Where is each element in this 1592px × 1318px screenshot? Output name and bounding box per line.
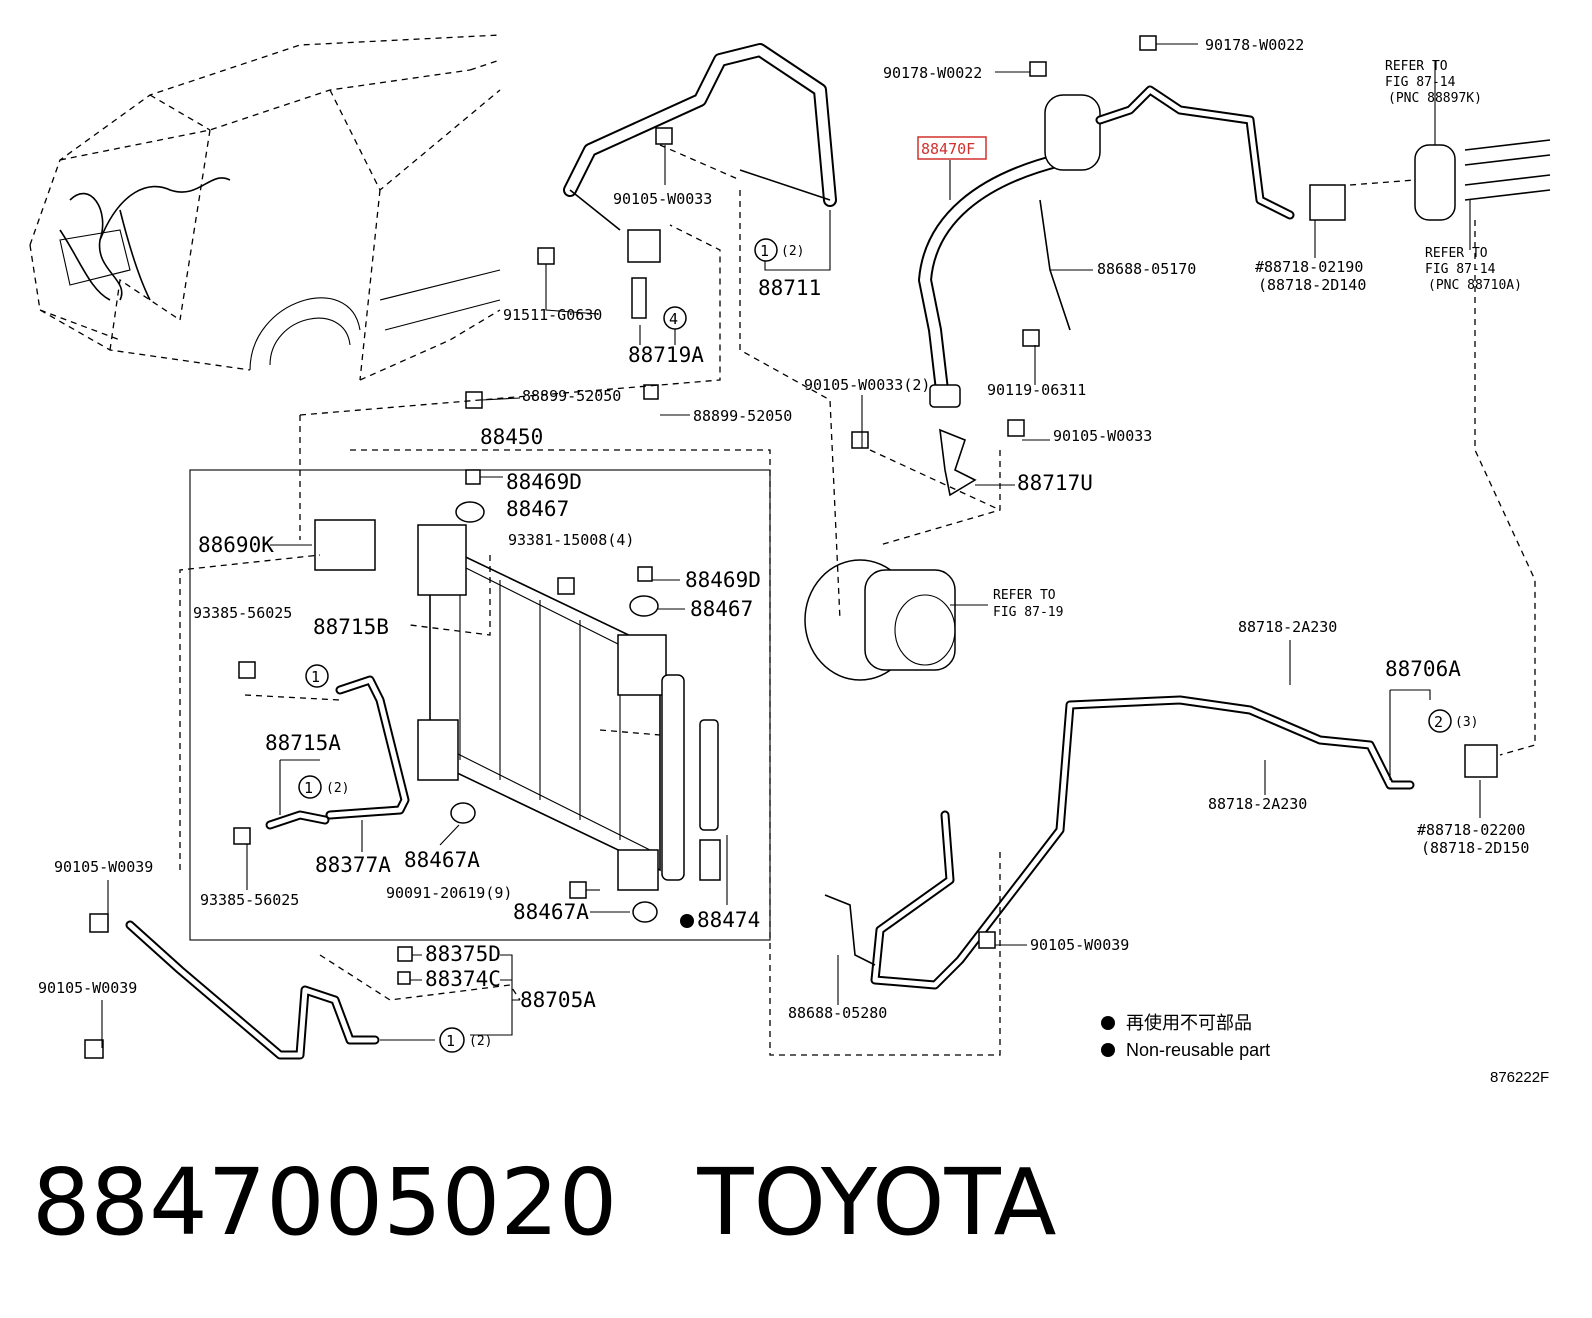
part-label: 88715A [265,731,341,755]
part-label: 88474 [697,908,760,932]
refer-note: REFER TO [1425,246,1488,261]
part-label: (88718-2D140 [1258,276,1366,294]
qty-callout: 1 [305,664,329,688]
legend-chinese: 再使用不可部品 [1126,1013,1252,1033]
ac-system-exploded-diagram: .ln { stroke:#000; stroke-width:1.6; fil… [29,34,1551,1086]
qty-count: (2) [326,781,349,796]
part-label: 88688-05280 [788,1004,887,1022]
qty-callout: 1 (2) [439,1027,492,1053]
qty-number: 2 [1434,713,1443,731]
refer-note: FIG 87-19 [993,605,1063,620]
qty-count: (2) [781,244,804,259]
qty-number: 4 [669,310,678,328]
part-label: 88717U [1017,471,1093,495]
part-label: 88718-2A230 [1238,618,1337,636]
qty-callout: 1 (2) [298,775,349,799]
part-label: #88718-02190 [1255,258,1363,276]
part-label: 91511-G0630 [503,306,602,324]
refer-note: REFER TO [993,588,1056,603]
part-label: 88467 [690,597,753,621]
refer-notes: REFER TO FIG 87-14 (PNC 88897K) REFER TO… [993,59,1522,620]
part-label: 88374C [425,967,501,991]
condenser-assembly [417,524,721,891]
legend: 再使用不可部品 Non-reusable part [1101,1013,1270,1060]
part-label: 88450 [480,425,543,449]
part-label: 88469D [506,470,582,494]
dashed-guides [179,144,1536,1056]
part-label: 90105-W0033(2) [804,376,930,394]
qty-callout: 1 (2) [754,238,804,262]
part-label: 88467A [513,900,589,924]
part-label: 90105-W0039 [54,858,153,876]
part-number: 8847005020 [32,1149,618,1256]
highlighted-part-label: 88470F [921,140,975,158]
part-caption: 8847005020 TOYOTA [32,1138,1057,1268]
part-label: 88718-2A230 [1208,795,1307,813]
qty-count: (2) [469,1034,492,1049]
part-label: 90091-20619(9) [386,884,512,902]
refer-note: FIG 87-14 [1385,75,1456,90]
part-label: 90178-W0022 [883,64,982,82]
part-label: 90105-W0033 [1053,427,1152,445]
non-reusable-marker [680,914,694,928]
part-label: 88377A [315,853,391,877]
part-label: #88718-02200 [1417,821,1525,839]
part-label: 90178-W0022 [1205,36,1304,54]
discharge-hose-88470f [918,153,1067,408]
legend-dot [1101,1016,1115,1030]
part-label: 88375D [425,942,501,966]
brand-name: TOYOTA [697,1149,1057,1256]
part-label: 90105-W0033 [613,190,712,208]
qty-count: (3) [1455,715,1478,730]
leader-lines [101,43,1481,1048]
bulkhead-plate [1414,139,1551,221]
refer-note: FIG 87-14 [1425,262,1496,277]
bracket-88690k [314,519,376,571]
qty-callout: 2 (3) [1428,709,1478,733]
part-label: 90105-W0039 [1030,936,1129,954]
bolts [84,35,1157,1059]
part-label: 88711 [758,276,821,300]
part-label: 90105-W0039 [38,979,137,997]
car-illustration [29,34,501,381]
part-label: 93385-56025 [193,604,292,622]
part-label: 88705A [520,988,596,1012]
part-label: 88690K [198,533,274,557]
part-label: 88467 [506,497,569,521]
refer-note: (PNC 88710A) [1428,278,1522,293]
legend-dot [1101,1043,1115,1057]
part-label: 88715B [313,615,389,639]
part-label: 88899-52050 [693,407,792,425]
highlight-box [917,136,987,160]
part-label: 93381-15008(4) [508,531,634,549]
refer-note: REFER TO [1385,59,1448,74]
qty-number: 1 [760,242,769,260]
part-label: 88899-52050 [522,387,621,405]
part-label: 88467A [404,848,480,872]
part-label: 88719A [628,343,704,367]
part-label: 88688-05170 [1097,260,1196,278]
figure-code: 876222F [1490,1069,1549,1086]
qty-number: 1 [446,1032,455,1050]
part-label: 90119-06311 [987,381,1086,399]
part-label: 88706A [1385,657,1461,681]
legend-english: Non-reusable part [1126,1040,1270,1060]
part-label: (88718-2D150 [1421,839,1529,857]
muffler [1039,85,1346,331]
part-label: 93385-56025 [200,891,299,909]
pressure-switch [627,229,661,319]
qty-number: 1 [304,779,313,797]
refer-note: (PNC 88897K) [1388,91,1482,106]
part-label: 88469D [685,568,761,592]
qty-callout: 4 [663,306,687,330]
compressor [804,559,956,681]
part-labels: 90178-W0022 90178-W0022 88470F 90105-W00… [38,36,1529,1022]
qty-number: 1 [311,668,320,686]
